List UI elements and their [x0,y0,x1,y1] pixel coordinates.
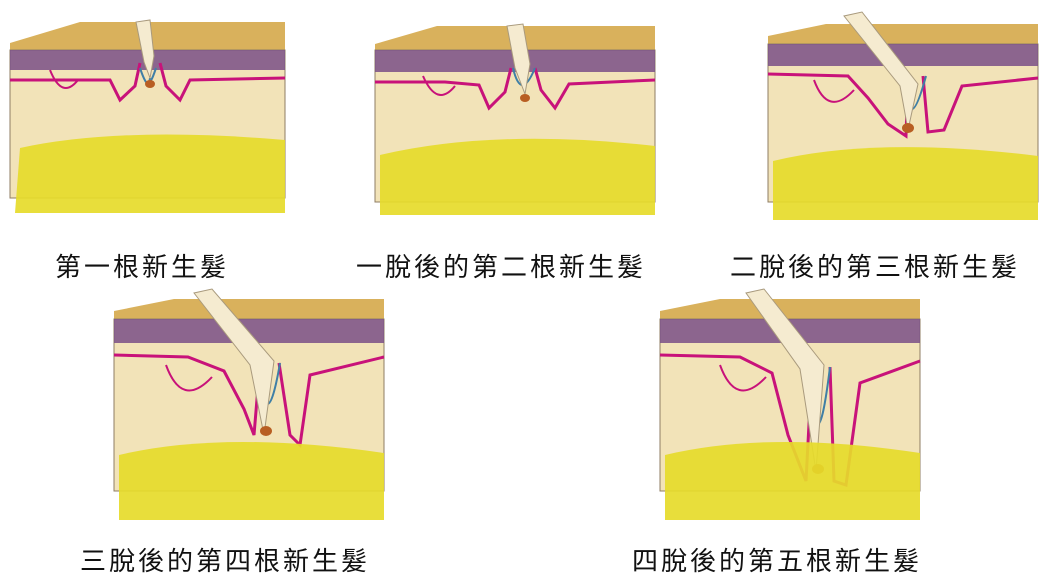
skin-block-illustration [10,20,285,213]
skin-block-illustration [768,12,1038,220]
hair-cycle-panel-5 [650,285,940,530]
caption-stage-1: 第一根新生髮 [55,247,229,284]
caption-stage-2: 一脫後的第二根新生髮 [356,247,646,284]
hair-cycle-panel-3 [758,6,1048,230]
hair-cycle-panel-2 [365,10,665,230]
caption-stage-4: 三脫後的第四根新生髮 [80,541,370,578]
skin-block-illustration [114,289,384,520]
skin-block-illustration [660,289,920,520]
caption-stage-5: 四脫後的第五根新生髮 [632,541,922,578]
caption-stage-3: 二脫後的第三根新生髮 [730,247,1020,284]
hair-cycle-panel-1 [0,8,300,230]
skin-block-illustration [375,24,655,215]
hair-cycle-panel-4 [104,285,394,530]
